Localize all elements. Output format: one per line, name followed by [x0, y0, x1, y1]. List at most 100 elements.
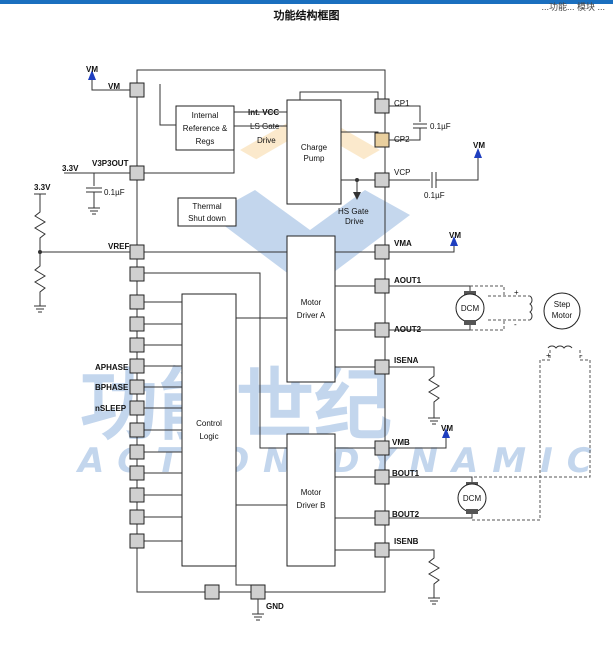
step-motor-line-2: Motor	[552, 311, 573, 320]
motor-driver-a-block	[286, 235, 336, 383]
thermal-line-2: Shut down	[188, 214, 226, 223]
v3p3-cap-label: 0.1µF	[104, 188, 125, 197]
aout2-label: AOUT2	[394, 325, 422, 334]
step-motor-body	[543, 292, 581, 330]
motor-a-line-2: Driver A	[297, 311, 326, 320]
pin-aout1	[374, 278, 390, 294]
pin-aout2	[374, 322, 390, 338]
vm-top-label: VM	[86, 65, 98, 74]
dcm-b-brush-bottom	[466, 509, 478, 514]
dcm-a-minus: -	[514, 320, 517, 329]
motor-b-line-2: Driver B	[297, 501, 326, 510]
pin-cp1	[374, 98, 390, 114]
vcp-cap-label: 0.1µF	[424, 191, 445, 200]
cp2-label: CP2	[394, 135, 410, 144]
int-ref-line-3: Regs	[196, 137, 215, 146]
pin-isenb	[374, 542, 390, 558]
header-right-text: ...功能... 模块 ...	[541, 2, 605, 12]
pin-vcp	[374, 172, 390, 188]
int-ref-line-1: Internal	[192, 111, 219, 120]
pin-left-16	[129, 487, 145, 503]
dcm-b-label: DCM	[463, 494, 482, 503]
pin-vref	[129, 244, 145, 260]
bout2-label: BOUT2	[392, 510, 420, 519]
pin-left-9	[129, 337, 145, 353]
vm-left-label: VM	[108, 82, 120, 91]
isenb-label: ISENB	[394, 537, 419, 546]
pins-right	[374, 98, 390, 558]
dcm-a: DCM	[455, 291, 485, 325]
dcm-b: DCM	[457, 482, 487, 514]
cp-cap-label: 0.1µF	[430, 122, 451, 131]
control-line-1: Control	[196, 419, 222, 428]
left-external-wires	[34, 80, 130, 313]
vm-vmb-label: VM	[441, 424, 453, 433]
page-title: 功能结构框图	[273, 9, 340, 22]
vcp-junction-dot	[355, 178, 359, 182]
vm-top-arrow-icon	[88, 70, 96, 80]
pin-left-15	[129, 465, 145, 481]
motor-a-line-1: Motor	[301, 298, 322, 307]
thermal-shutdown-block	[177, 197, 237, 227]
control-line-2: Logic	[199, 432, 218, 441]
motor-driver-b-block	[286, 433, 336, 567]
dcm-a-brush-bottom	[464, 320, 476, 325]
control-logic-block	[181, 293, 237, 567]
pin-vm	[129, 82, 145, 98]
vcp-label: VCP	[394, 168, 410, 177]
pin-left-18	[129, 533, 145, 549]
hs-gate-label-2: Drive	[345, 217, 364, 226]
vma-label: VMA	[394, 239, 412, 248]
pin-vma	[374, 244, 390, 260]
step-motor-line-1: Step	[554, 300, 571, 309]
pin-bphase	[129, 379, 145, 395]
nsleep-label: nSLEEP	[95, 404, 127, 413]
vref-junction-dot	[38, 250, 42, 254]
vmb-label: VMB	[392, 438, 410, 447]
charge-pump-line-1: Charge	[301, 143, 328, 152]
pin-bout2	[374, 510, 390, 526]
pins-bottom	[204, 584, 266, 600]
pin-bottom-1	[204, 584, 220, 600]
dcm-a-label: DCM	[461, 304, 480, 313]
isena-label: ISENA	[394, 356, 419, 365]
vm-vmb-arrow-icon	[442, 428, 450, 438]
v3p3-res-label: 3.3V	[34, 183, 51, 192]
pin-left-13	[129, 422, 145, 438]
pin-left-14	[129, 444, 145, 460]
internal-reference-block	[175, 105, 235, 151]
right-external-wires	[252, 105, 479, 621]
stepper-dashed-wires	[470, 285, 591, 521]
vm-vcp-label: VM	[473, 141, 485, 150]
stepper-coil-a	[529, 295, 533, 321]
aphase-label: APHASE	[95, 363, 129, 372]
pin-gnd	[250, 584, 266, 600]
v3p3-label: 3.3V	[62, 164, 79, 173]
ls-gate-label-2: Drive	[257, 136, 276, 145]
pin-nsleep	[129, 400, 145, 416]
charge-pump-block	[286, 99, 342, 205]
header-bar	[0, 0, 613, 4]
pin-v3p3out	[129, 165, 145, 181]
gnd-label: GND	[266, 602, 284, 611]
int-ref-line-2: Reference &	[183, 124, 228, 133]
vm-vcp-arrow-icon	[474, 148, 482, 158]
pin-vmb	[374, 440, 390, 456]
vref-label: VREF	[108, 242, 129, 251]
pin-bout1	[374, 469, 390, 485]
thermal-line-1: Thermal	[192, 202, 222, 211]
pin-left-8	[129, 316, 145, 332]
aout1-label: AOUT1	[394, 276, 422, 285]
charge-pump-line-2: Pump	[304, 154, 325, 163]
pins-left	[129, 82, 145, 549]
pin-cp2	[374, 132, 390, 148]
pin-left-17	[129, 509, 145, 525]
v3p3out-label: V3P3OUT	[92, 159, 129, 168]
bout1-label: BOUT1	[392, 469, 420, 478]
vm-vma-arrow-icon	[450, 236, 458, 246]
pin-aphase	[129, 358, 145, 374]
dcm-a-plus: +	[514, 288, 519, 297]
cp1-label: CP1	[394, 99, 410, 108]
stepper-plus: +	[546, 351, 551, 360]
